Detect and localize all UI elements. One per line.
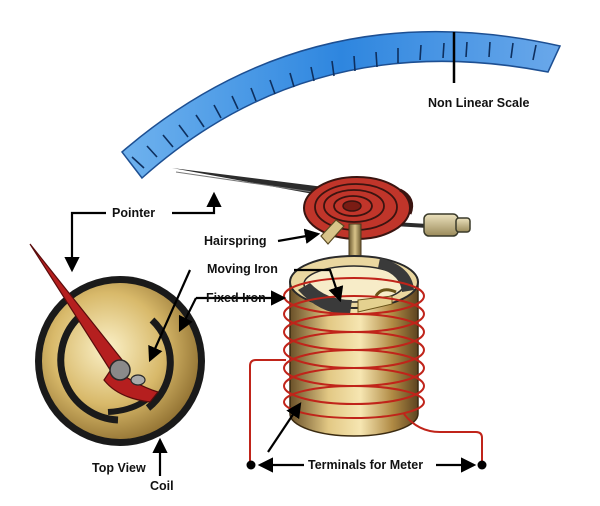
label-top-view: Top View xyxy=(92,461,146,475)
top-view-dial xyxy=(29,243,205,446)
terminal-right xyxy=(477,460,487,470)
scale-ticks xyxy=(131,41,537,169)
label-hairspring: Hairspring xyxy=(204,234,267,248)
callout-arrows xyxy=(64,191,477,476)
terminal-left xyxy=(246,460,256,470)
hairspring xyxy=(303,176,414,245)
label-pointer: Pointer xyxy=(112,206,155,220)
label-terminals: Terminals for Meter xyxy=(308,458,423,472)
label-fixed-iron: Fixed Iron xyxy=(206,291,266,305)
label-non-linear-scale: Non Linear Scale xyxy=(428,96,529,110)
scale-arc xyxy=(120,30,562,180)
label-coil: Coil xyxy=(150,479,174,493)
label-moving-iron: Moving Iron xyxy=(207,262,278,276)
